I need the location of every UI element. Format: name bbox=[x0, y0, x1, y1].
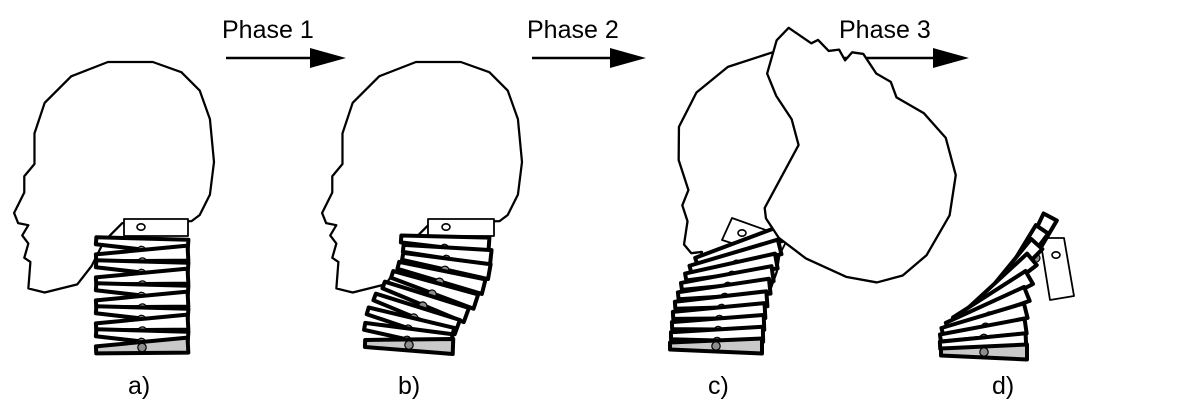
phase-2-label: Phase 2 bbox=[527, 16, 619, 44]
vertebra-disc bbox=[96, 338, 189, 358]
mount-hole-icon bbox=[738, 230, 746, 236]
phase-1-arrow bbox=[226, 48, 346, 68]
phase-1-label: Phase 1 bbox=[222, 16, 314, 44]
mount-hole-icon bbox=[137, 224, 145, 230]
mount-plate bbox=[124, 219, 188, 236]
panel-label-a: a) bbox=[128, 372, 150, 400]
panel-label-b: b) bbox=[398, 372, 420, 400]
phase-3-label: Phase 3 bbox=[839, 16, 931, 44]
vertebra-disc bbox=[365, 336, 453, 354]
joint-bolt-icon bbox=[712, 342, 720, 350]
phase-2-transition: Phase 2 bbox=[527, 16, 646, 68]
phase-2-arrow bbox=[532, 48, 646, 68]
joint-bolt-icon bbox=[980, 348, 988, 356]
panel-label-c: c) bbox=[708, 372, 729, 400]
neck-stack bbox=[939, 214, 1074, 360]
mount-plate bbox=[1040, 238, 1074, 300]
neck-stack bbox=[95, 219, 188, 357]
panel-label-d: d) bbox=[992, 372, 1014, 400]
phase-1-transition: Phase 1 bbox=[222, 16, 346, 68]
figure-a-head-neck-upright bbox=[14, 62, 214, 357]
vertebra-disc bbox=[670, 339, 762, 354]
joint-bolt-icon bbox=[138, 343, 147, 352]
mount-plate bbox=[428, 219, 494, 236]
mount-hole-icon bbox=[442, 224, 450, 230]
vertebra-disc bbox=[941, 345, 1027, 360]
figure-b-head-neck-neck-flexed bbox=[322, 62, 522, 354]
joint-bolt-icon bbox=[405, 341, 414, 350]
mount-hole-icon bbox=[1052, 252, 1060, 258]
